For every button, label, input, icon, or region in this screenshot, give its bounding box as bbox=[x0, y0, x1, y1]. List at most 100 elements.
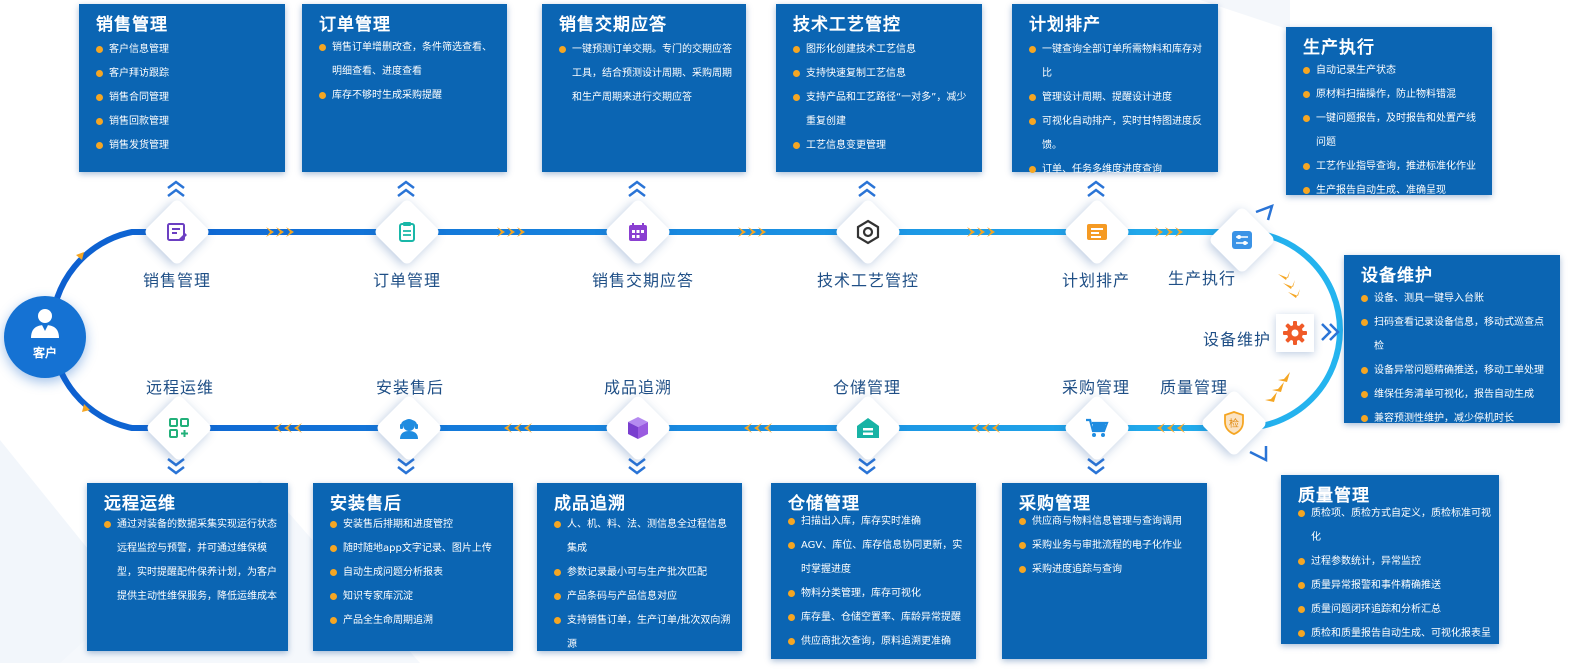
card-item: 客户拜访跟踪 bbox=[96, 62, 277, 86]
node-label-plan: 计划排产 bbox=[1061, 271, 1131, 290]
card-item: 客户信息管理 bbox=[96, 38, 277, 62]
card-item: 质量问题闭环追踪和分析汇总 bbox=[1298, 598, 1491, 622]
node-label-sales: 销售管理 bbox=[142, 271, 212, 290]
card-item: 订单、任务多维度进度查询 bbox=[1029, 158, 1210, 182]
card-item: 库存不够时生成采购提醒 bbox=[319, 84, 499, 108]
node-equip[interactable] bbox=[1276, 314, 1314, 352]
card-item: 生产报告自动生成、准确呈现 bbox=[1303, 179, 1484, 203]
schedule-icon bbox=[1087, 224, 1107, 240]
card-plan: 计划排产 一键查询全部订单所需物料和库存对比 管理设计周期、提醒设计进度 可视化… bbox=[1012, 4, 1218, 175]
card-item: 销售回款管理 bbox=[96, 110, 277, 134]
node-quality[interactable]: 检 bbox=[1200, 389, 1268, 457]
card-item: 销售合同管理 bbox=[96, 86, 277, 110]
card-item: 人、机、料、法、测信息全过程信息集成 bbox=[554, 513, 734, 561]
card-title: 销售管理 bbox=[96, 15, 168, 35]
card-item: 库存量、仓储空置率、库龄异常提醒 bbox=[788, 606, 968, 630]
warehouse-icon bbox=[857, 418, 879, 438]
card-item: 产品条码与产品信息对应 bbox=[554, 585, 734, 609]
card-warehouse: 仓储管理 扫描出入库，库存实时准确 AGV、库位、库存信息协同更新，实时掌握进度… bbox=[771, 483, 976, 659]
node-sales[interactable] bbox=[143, 198, 211, 266]
node-trace[interactable] bbox=[604, 394, 672, 462]
gear-icon bbox=[1283, 321, 1307, 345]
node-label-delivery: 销售交期应答 bbox=[591, 271, 695, 290]
card-item: 供应商批次查询，原料追溯更准确 bbox=[788, 630, 968, 654]
card-equip: 设备维护 设备、测具一键导入台账 扫码查看记录设备信息，移动式巡查点检 设备异常… bbox=[1344, 255, 1560, 424]
card-title: 计划排产 bbox=[1029, 15, 1101, 35]
node-delivery[interactable] bbox=[604, 198, 672, 266]
card-item: 工艺作业指导查询，推进标准化作业 bbox=[1303, 155, 1484, 179]
quality-glyph: 检 bbox=[1229, 417, 1239, 430]
calendar-icon bbox=[629, 223, 647, 241]
card-title: 质量管理 bbox=[1298, 486, 1370, 506]
card-item: 可视化自动排产，实时甘特图进度反馈。 bbox=[1029, 110, 1210, 158]
card-item: 过程参数统计，异常监控 bbox=[1298, 550, 1491, 574]
card-item: 扫码查看记录设备信息，移动式巡查点检 bbox=[1361, 311, 1552, 359]
node-order[interactable] bbox=[373, 198, 441, 266]
node-tech[interactable] bbox=[834, 198, 902, 266]
card-trace: 成品追溯 人、机、料、法、测信息全过程信息集成 参数记录最小可与生产批次匹配 产… bbox=[537, 483, 742, 651]
card-item: 通过对装备的数据采集实现运行状态远程监控与预警，并可通过维保模型，实时提醒配件保… bbox=[104, 513, 280, 609]
node-label-quality: 质量管理 bbox=[1159, 378, 1229, 397]
card-item: 质量异常报警和事件精确推送 bbox=[1298, 574, 1491, 598]
card-item: 安装售后排期和进度管控 bbox=[330, 513, 505, 537]
card-item: 一键问题报告，及时报告和处置产线问题 bbox=[1303, 107, 1484, 155]
shield-check-icon: 检 bbox=[1224, 411, 1244, 435]
card-item: 设备异常问题精确推送，移动工单处理 bbox=[1361, 359, 1552, 383]
card-item: 产品全生命周期追溯 bbox=[330, 609, 505, 633]
card-item: 一键预测订单交期。专门的交期应答工具，结合预测设计周期、采购周期和生产周期来进行… bbox=[559, 38, 738, 110]
node-label-remote: 远程运维 bbox=[145, 378, 215, 397]
card-item: 支持快速复制工艺信息 bbox=[793, 62, 974, 86]
card-title: 成品追溯 bbox=[554, 494, 626, 514]
card-item: 扫描出入库，库存实时准确 bbox=[788, 510, 968, 534]
card-item: 支持产品和工艺路径“一对多”，减少重复创建 bbox=[793, 86, 974, 134]
card-title: 安装售后 bbox=[330, 494, 402, 514]
card-item: 质检和质量报告自动生成、可视化报表呈现 bbox=[1298, 622, 1491, 670]
node-label-trace: 成品追溯 bbox=[603, 378, 673, 397]
box-icon bbox=[628, 417, 648, 439]
headset-icon bbox=[400, 419, 418, 439]
card-item: 随时随地app文字记录、图片上传 bbox=[330, 537, 505, 561]
node-plan[interactable] bbox=[1063, 198, 1131, 266]
node-service[interactable] bbox=[375, 394, 443, 462]
node-label-equip: 设备维护 bbox=[1202, 330, 1272, 349]
node-label-order: 订单管理 bbox=[372, 271, 442, 290]
card-purchase: 采购管理 供应商与物料信息管理与查询调用 采购业务与审批流程的电子化作业 采购进… bbox=[1002, 483, 1207, 659]
node-label-service: 安装售后 bbox=[375, 378, 445, 397]
card-order: 订单管理 销售订单增删改查，条件筛选查看、明细查看、进度查看 库存不够时生成采购… bbox=[302, 4, 507, 172]
card-remote: 远程运维 通过对装备的数据采集实现运行状态远程监控与预警，并可通过维保模型，实时… bbox=[87, 483, 288, 651]
node-purchase[interactable] bbox=[1063, 394, 1131, 462]
node-label-exec: 生产执行 bbox=[1167, 269, 1237, 288]
customer-label: 客户 bbox=[32, 346, 57, 360]
card-title: 仓储管理 bbox=[788, 494, 860, 514]
card-item: 管理设计周期、提醒设计进度 bbox=[1029, 86, 1210, 110]
card-item: 维保任务清单可视化，报告自动生成 bbox=[1361, 383, 1552, 407]
process-icon bbox=[856, 219, 880, 245]
sales-form-icon bbox=[167, 223, 187, 241]
card-item: 知识专家库沉淀 bbox=[330, 585, 505, 609]
node-label-warehouse: 仓储管理 bbox=[832, 378, 902, 397]
node-remote[interactable] bbox=[145, 394, 213, 462]
card-item: 一键查询全部订单所需物料和库存对比 bbox=[1029, 38, 1210, 86]
card-item: 自动生成问题分析报表 bbox=[330, 561, 505, 585]
card-title: 设备维护 bbox=[1361, 266, 1433, 286]
card-item: 兼容预测性维护，减少停机时长 bbox=[1361, 407, 1552, 431]
card-item: 采购业务与审批流程的电子化作业 bbox=[1019, 534, 1199, 558]
card-delivery: 销售交期应答 一键预测订单交期。专门的交期应答工具，结合预测设计周期、采购周期和… bbox=[542, 4, 746, 172]
card-item: 自动记录生产状态 bbox=[1303, 59, 1484, 83]
card-title: 远程运维 bbox=[104, 494, 176, 514]
card-item: 设备、测具一键导入台账 bbox=[1361, 287, 1552, 311]
card-title: 生产执行 bbox=[1303, 38, 1375, 58]
customer-node[interactable]: 客户 bbox=[4, 296, 86, 378]
card-item: 参数记录最小可与生产批次匹配 bbox=[554, 561, 734, 585]
card-service: 安装售后 安装售后排期和进度管控 随时随地app文字记录、图片上传 自动生成问题… bbox=[313, 483, 513, 651]
card-item: 物料分类管理，库存可视化 bbox=[788, 582, 968, 606]
card-tech: 技术工艺管控 图形化创建技术工艺信息 支持快速复制工艺信息 支持产品和工艺路径“… bbox=[776, 4, 982, 172]
card-title: 销售交期应答 bbox=[559, 15, 667, 35]
node-exec[interactable] bbox=[1208, 206, 1276, 274]
node-label-purchase: 采购管理 bbox=[1061, 378, 1131, 397]
card-item: 图形化创建技术工艺信息 bbox=[793, 38, 974, 62]
user-icon bbox=[31, 309, 59, 338]
node-warehouse[interactable] bbox=[834, 394, 902, 462]
card-quality: 质量管理 质检项、质检方式自定义，质检标准可视化 过程参数统计，异常监控 质量异… bbox=[1281, 475, 1499, 663]
card-item: 原材料扫描操作，防止物料错混 bbox=[1303, 83, 1484, 107]
